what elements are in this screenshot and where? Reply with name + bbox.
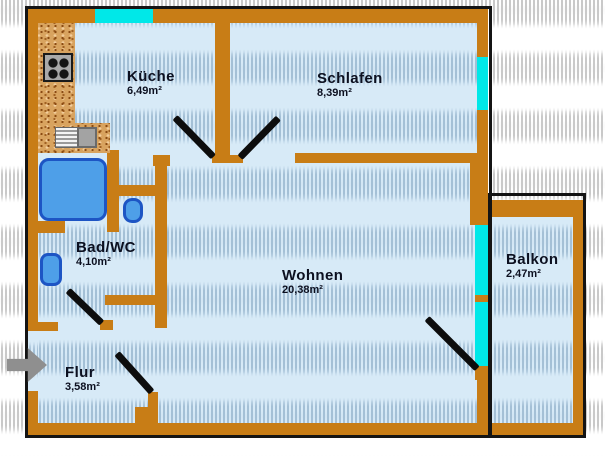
room-label-wohnen: Wohnen 20,38m² [282,267,343,297]
wall-balcony-door-jamb-lower [475,366,488,380]
wall-flur-stub [148,392,158,408]
wall-bad-bottom [105,295,158,305]
wall-balcony-door-jamb-upper [470,163,488,225]
wall-divider-foot [212,155,243,163]
sink-basin-icon [77,127,97,148]
room-name-kueche: Küche [127,68,175,85]
schlafen-window-icon [477,57,488,110]
sink-drainer-icon [55,127,78,148]
wall-left-upper [28,23,38,322]
wall-tub-bottom-stub [38,221,65,233]
room-label-balkon: Balkon 2,47m² [506,251,558,281]
room-area-flur: 3,58m² [65,381,100,393]
room-label-schlafen: Schlafen 8,39m² [317,70,383,100]
room-name-schlafen: Schlafen [317,70,383,87]
wall-balcony-right [573,200,583,428]
wall-balcony-top [492,200,583,217]
balcony-outline [488,193,586,438]
wall-bottom [28,423,583,435]
room-label-kueche: Küche 6,49m² [127,68,175,98]
wall-entry-stub [28,322,58,331]
wall-left-lower [28,391,38,425]
balcony-floor [492,217,573,423]
room-label-flur: Flur 3,58m² [65,364,100,394]
stove-icon [43,53,73,82]
wall-bad-right [155,155,167,328]
wall-bad-door-foot [100,320,113,330]
room-name-balkon: Balkon [506,251,559,268]
washbasin-icon [40,253,62,286]
room-area-badwc: 4,10m² [76,256,111,268]
room-area-balkon: 2,47m² [506,268,541,280]
toilet-icon [123,198,143,223]
room-name-badwc: Bad/WC [76,239,136,256]
room-area-schlafen: 8,39m² [317,87,352,99]
room-name-flur: Flur [65,364,95,381]
bathtub-icon [39,158,107,221]
balcony-window-mullion [475,295,488,302]
room-name-wohnen: Wohnen [282,267,344,284]
kitchen-window-icon [95,9,153,23]
wall-toilet-nook-top [107,185,167,196]
wall-flur-stub-wide [135,407,158,423]
wall-schlafen-wohnen [295,153,477,163]
apartment-floor [38,23,477,423]
room-area-wohnen: 20,38m² [282,284,323,296]
wall-kueche-schlafen-divider [215,23,230,155]
room-area-kueche: 6,49m² [127,85,162,97]
room-label-badwc: Bad/WC 4,10m² [76,239,136,269]
